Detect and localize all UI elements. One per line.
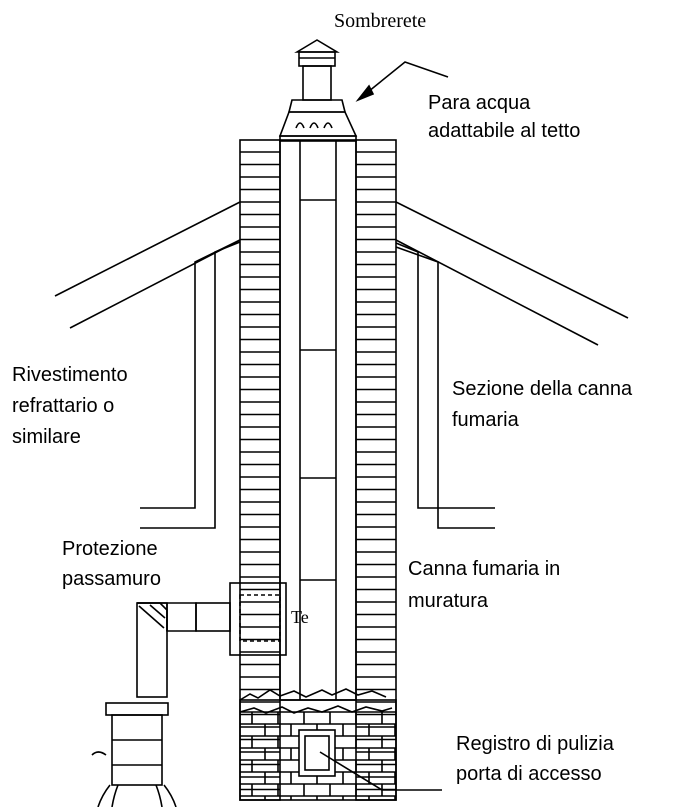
para-acqua-label-line1: Para acqua (428, 92, 531, 114)
registro-label-line2: porta di accesso (456, 763, 602, 785)
registro-label-line1: Registro di pulizia (456, 733, 614, 755)
canna-fumaria-label-line1: Canna fumaria in (408, 558, 561, 580)
canna-fumaria-label-line2: muratura (408, 590, 489, 612)
para-acqua-pointer (355, 61, 449, 102)
cleaning-door (298, 729, 336, 777)
roof-right (395, 201, 629, 346)
brick-column-left (239, 139, 281, 801)
te-label: Te (291, 607, 309, 627)
brick-column-right (355, 139, 397, 801)
protezione-label-line2: passamuro (62, 568, 161, 590)
wall-pass-protection (229, 582, 287, 656)
rivestimento-label-line3: similare (12, 426, 81, 448)
rivestimento-label-line1: Rivestimento (12, 364, 128, 386)
sezione-label-line2: fumaria (452, 409, 519, 431)
protezione-label-line1: Protezione (62, 538, 158, 560)
insulation-right (395, 242, 495, 529)
flue-base-rubble (239, 688, 393, 714)
stove-pipe (136, 602, 231, 698)
roof-left (54, 201, 241, 329)
para-acqua-label-line2: adattabile al tetto (428, 120, 581, 142)
rivestimento-label-line2: refrattario o (12, 395, 115, 417)
chimney-cap (278, 39, 358, 142)
stove (91, 702, 177, 807)
insulation-left (140, 239, 241, 529)
sombrerete-label: Sombrerete (334, 10, 427, 32)
sezione-label-line1: Sezione della canna (452, 378, 633, 400)
base-brickwork (239, 699, 397, 801)
cleaning-door-pointer (319, 751, 442, 791)
